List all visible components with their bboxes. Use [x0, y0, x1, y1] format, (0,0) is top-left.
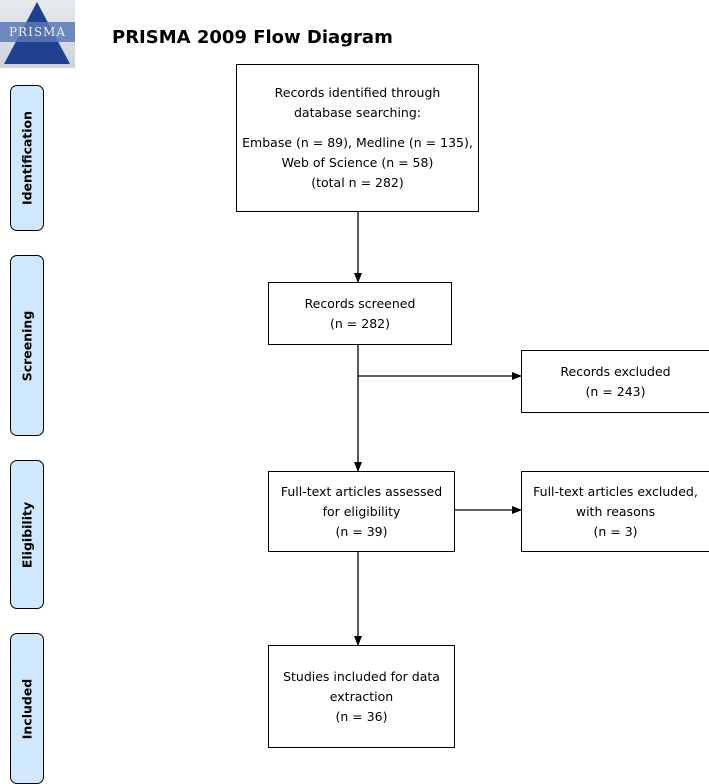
box-records-excluded: Records excluded (n = 243)	[521, 350, 709, 413]
box-text: Web of Science (n = 58)	[281, 155, 434, 170]
box-text: (n = 282)	[330, 315, 390, 331]
box-text: extraction	[329, 688, 394, 704]
box-text: Full-text articles excluded,	[533, 483, 698, 499]
box-text: database searching:	[294, 105, 421, 120]
box-text: (n = 36)	[335, 708, 388, 724]
box-text: Records screened	[304, 295, 416, 311]
box-studies-included: Studies included for data extraction (n …	[268, 645, 455, 748]
stage-identification: Identification	[10, 85, 44, 231]
box-text: for eligibility	[322, 503, 401, 519]
logo-text: PRISMA	[8, 25, 67, 39]
stage-eligibility: Eligibility	[10, 460, 44, 609]
page-title: PRISMA 2009 Flow Diagram	[112, 27, 393, 48]
box-text: (n = 3)	[593, 523, 638, 539]
box-fulltext-excluded: Full-text articles excluded, with reason…	[521, 471, 709, 552]
stage-screening: Screening	[10, 255, 44, 436]
box-records-screened: Records screened (n = 282)	[268, 282, 452, 345]
prisma-logo: PRISMA	[0, 0, 75, 68]
box-text: Records identified through	[274, 85, 441, 100]
box-fulltext-assessed: Full-text articles assessed for eligibil…	[268, 471, 455, 552]
logo-triangle-icon	[0, 2, 75, 64]
box-text: (n = 39)	[335, 523, 388, 539]
box-text: (total n = 282)	[311, 175, 404, 190]
box-text: Full-text articles assessed	[280, 483, 443, 499]
box-text: Records excluded	[560, 363, 671, 379]
box-text: (n = 243)	[585, 383, 646, 399]
box-text: with reasons	[575, 503, 656, 519]
box-text: Studies included for data	[283, 668, 440, 684]
stage-included: Included	[10, 633, 44, 784]
box-records-identified: Records identified through database sear…	[236, 64, 479, 212]
box-text: Embase (n = 89), Medline (n = 135),	[242, 135, 473, 150]
